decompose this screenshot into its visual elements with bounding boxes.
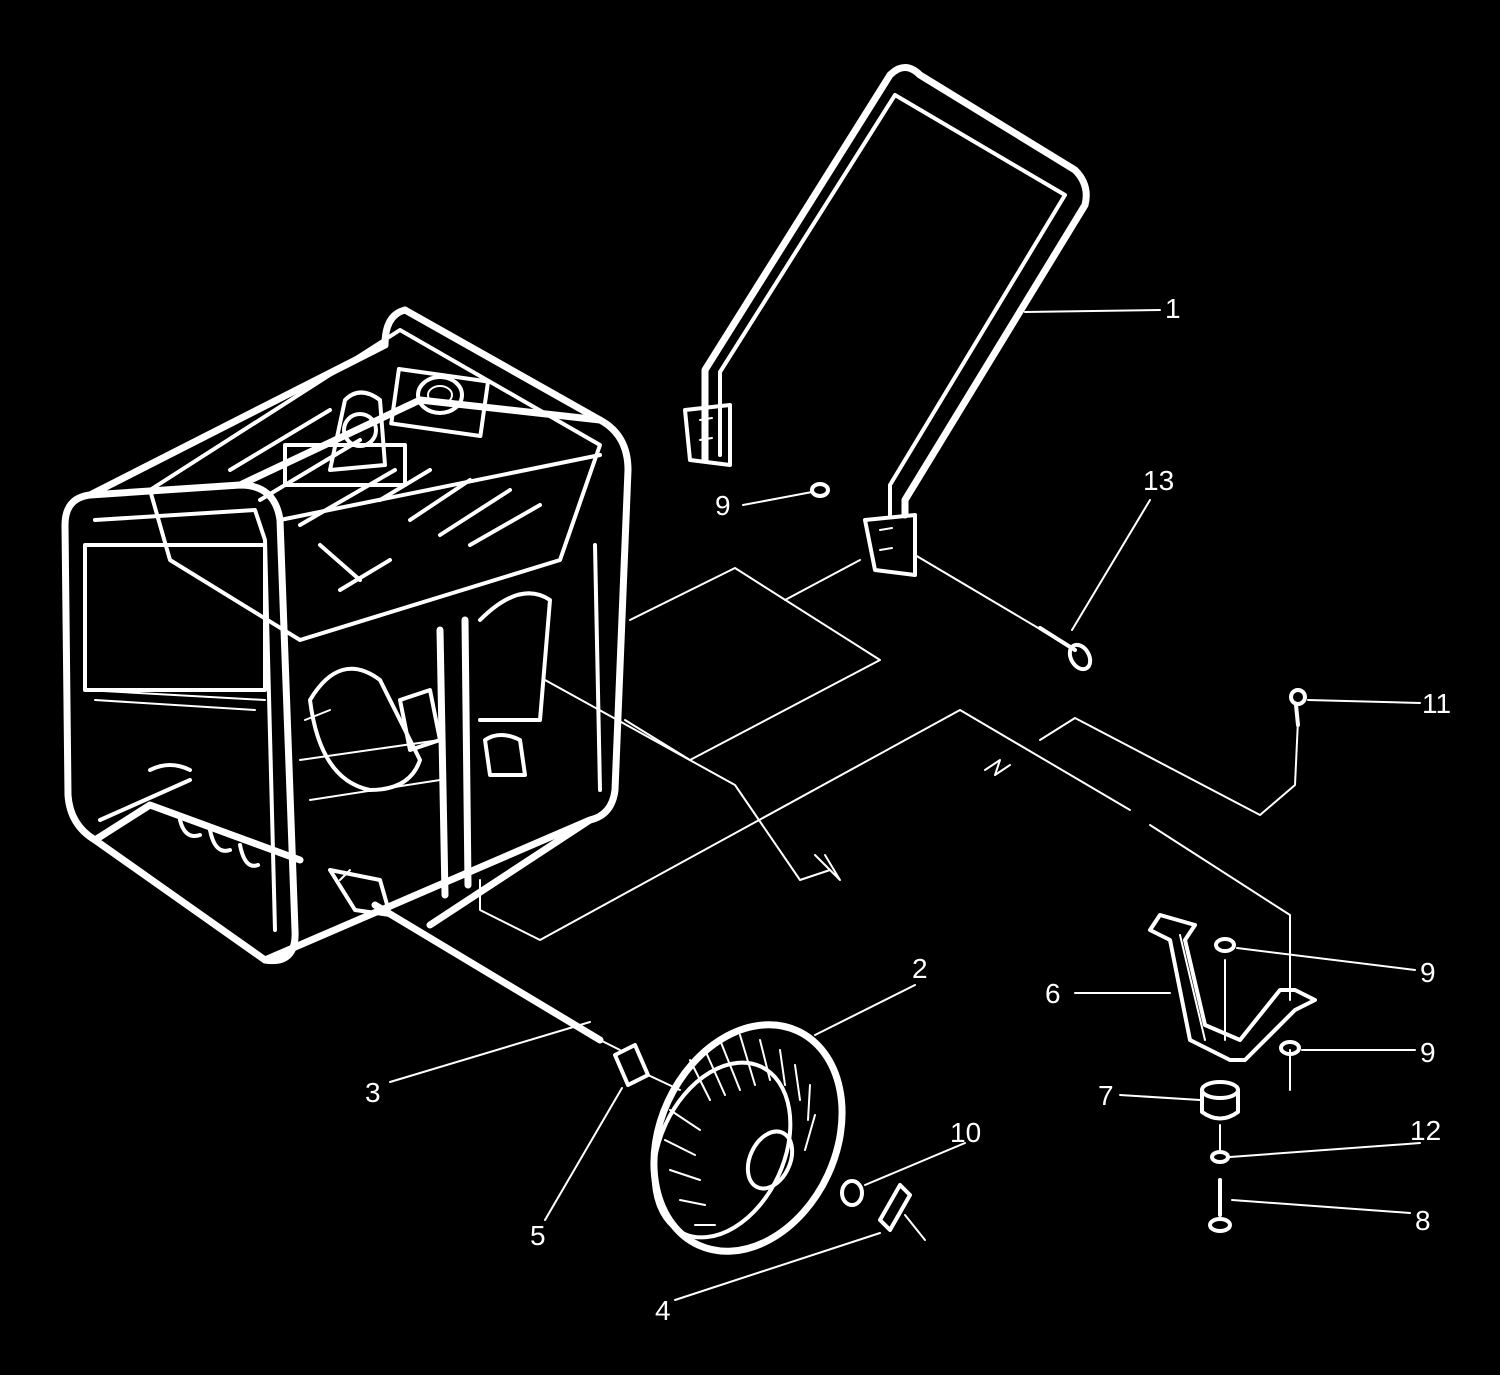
callout-12: 12: [1410, 1115, 1441, 1146]
generator-front-frame: [61, 481, 299, 965]
part-12-washer: [1210, 1150, 1230, 1164]
callout-4: 4: [655, 1295, 671, 1326]
assembly-guide-lines: [479, 559, 1299, 1151]
part-1-handle: [683, 64, 1090, 577]
lifting-eye: [328, 390, 387, 472]
part-8-bolt: [1208, 1178, 1232, 1233]
part-10-washer: [840, 1179, 864, 1207]
callout-9-handle: 9: [715, 490, 731, 521]
part-11-bolt: [1289, 688, 1307, 727]
callout-9-lower: 9: [1420, 1037, 1436, 1068]
callout-13: 13: [1143, 465, 1174, 496]
callout-2: 2: [912, 953, 928, 984]
part-13-bolt: [914, 554, 1093, 672]
part-9-washer-handle: [810, 482, 830, 498]
outlets: [148, 763, 260, 868]
part-9-washer-lower: [1279, 1040, 1301, 1056]
callout-5: 5: [530, 1220, 546, 1251]
callout-9-upper: 9: [1420, 957, 1436, 988]
engine: [299, 591, 552, 801]
callout-labels: 1 2 3 4 5 6 7 8 9 9 9 10 11 12 13: [365, 293, 1451, 1326]
callout-1: 1: [1165, 293, 1181, 324]
generator-rear-frame: [401, 306, 632, 929]
fuel-cap: [416, 375, 464, 415]
part-2-wheel: [650, 1021, 846, 1255]
generator-assembly: [61, 306, 632, 965]
callout-8: 8: [1415, 1205, 1431, 1236]
part-9-washer-upper: [1214, 937, 1236, 953]
part-7-rubber-foot: [1200, 1080, 1240, 1121]
part-6-leg-bracket: [1148, 913, 1317, 1062]
callout-3: 3: [365, 1077, 381, 1108]
control-panel: [83, 543, 267, 692]
callout-7: 7: [1098, 1080, 1114, 1111]
callout-11: 11: [1422, 688, 1451, 719]
fuel-tank: [148, 328, 602, 642]
leader-lines: [389, 309, 1421, 1301]
callout-10: 10: [950, 1117, 981, 1148]
part-3-axle: [371, 901, 621, 1051]
part-5-spacer: [613, 1043, 681, 1091]
part-4-clip: [878, 1183, 926, 1241]
callout-6: 6: [1045, 978, 1061, 1009]
